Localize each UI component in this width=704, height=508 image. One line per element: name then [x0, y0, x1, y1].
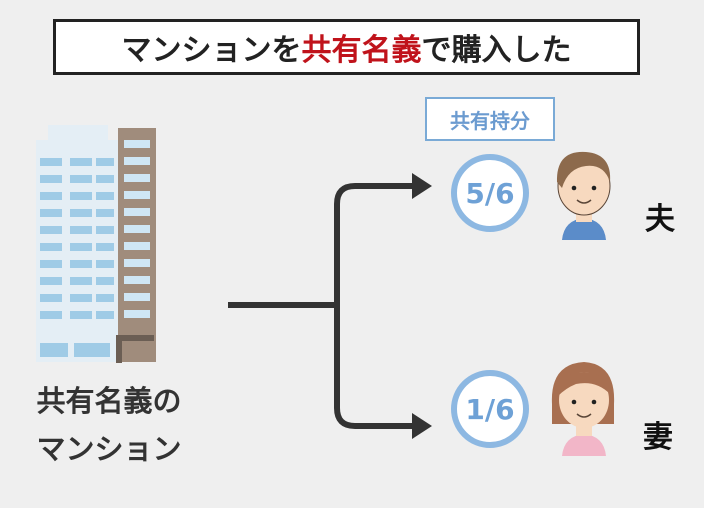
wife-label: 妻 — [643, 420, 673, 455]
husband-share-circle: 5/6 — [451, 154, 529, 232]
building-label-line2: マンション — [36, 432, 182, 466]
arrow-head-up — [412, 173, 432, 199]
wife-share-circle: 1/6 — [451, 370, 529, 448]
husband-label: 夫 — [645, 202, 675, 237]
building-label-line1: 共有名義の — [36, 384, 182, 418]
share-tag: 共有持分 — [425, 97, 555, 141]
branch-arrows — [228, 183, 418, 429]
title-highlight: 共有名義 — [301, 33, 422, 68]
title-text: マンションを — [121, 33, 302, 68]
wife-avatar-icon — [551, 362, 615, 456]
title-text-suffix: で購入した — [421, 33, 572, 68]
title-banner: マンションを共有名義で購入した — [53, 19, 640, 75]
building-icon — [36, 125, 156, 363]
arrow-head-down — [412, 413, 432, 439]
husband-avatar-icon — [556, 151, 611, 240]
